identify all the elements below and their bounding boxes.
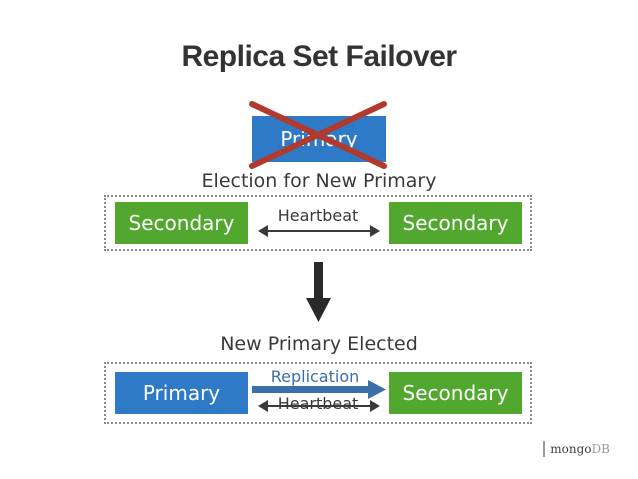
- heartbeat-arrow-bottom: [258, 400, 380, 412]
- mongodb-logo: mongo DB: [543, 441, 610, 457]
- leaf-icon: [543, 441, 546, 457]
- elected-caption: New Primary Elected: [220, 333, 418, 355]
- replication-label: Replication: [270, 367, 360, 386]
- failure-cross-icon: [249, 101, 387, 169]
- logo-text-db: DB: [591, 442, 610, 456]
- election-group-box: [104, 195, 532, 251]
- elected-group-box: [104, 362, 532, 424]
- replication-arrow: [252, 380, 386, 399]
- transition-down-arrow-icon: [306, 262, 331, 322]
- election-caption: Election for New Primary: [201, 170, 437, 192]
- secondary-node-right: Secondary: [389, 202, 522, 244]
- secondary-node-left: Secondary: [115, 202, 248, 244]
- secondary-node-bottom: Secondary: [389, 372, 522, 414]
- heartbeat-label-top: Heartbeat: [277, 206, 359, 225]
- diagram-title: Replica Set Failover: [181, 40, 457, 73]
- heartbeat-arrow-top: [258, 225, 380, 237]
- heartbeat-label-bottom: Heartbeat: [277, 394, 359, 413]
- logo-text-mongo: mongo: [550, 442, 592, 456]
- new-primary-node: Primary: [115, 372, 248, 414]
